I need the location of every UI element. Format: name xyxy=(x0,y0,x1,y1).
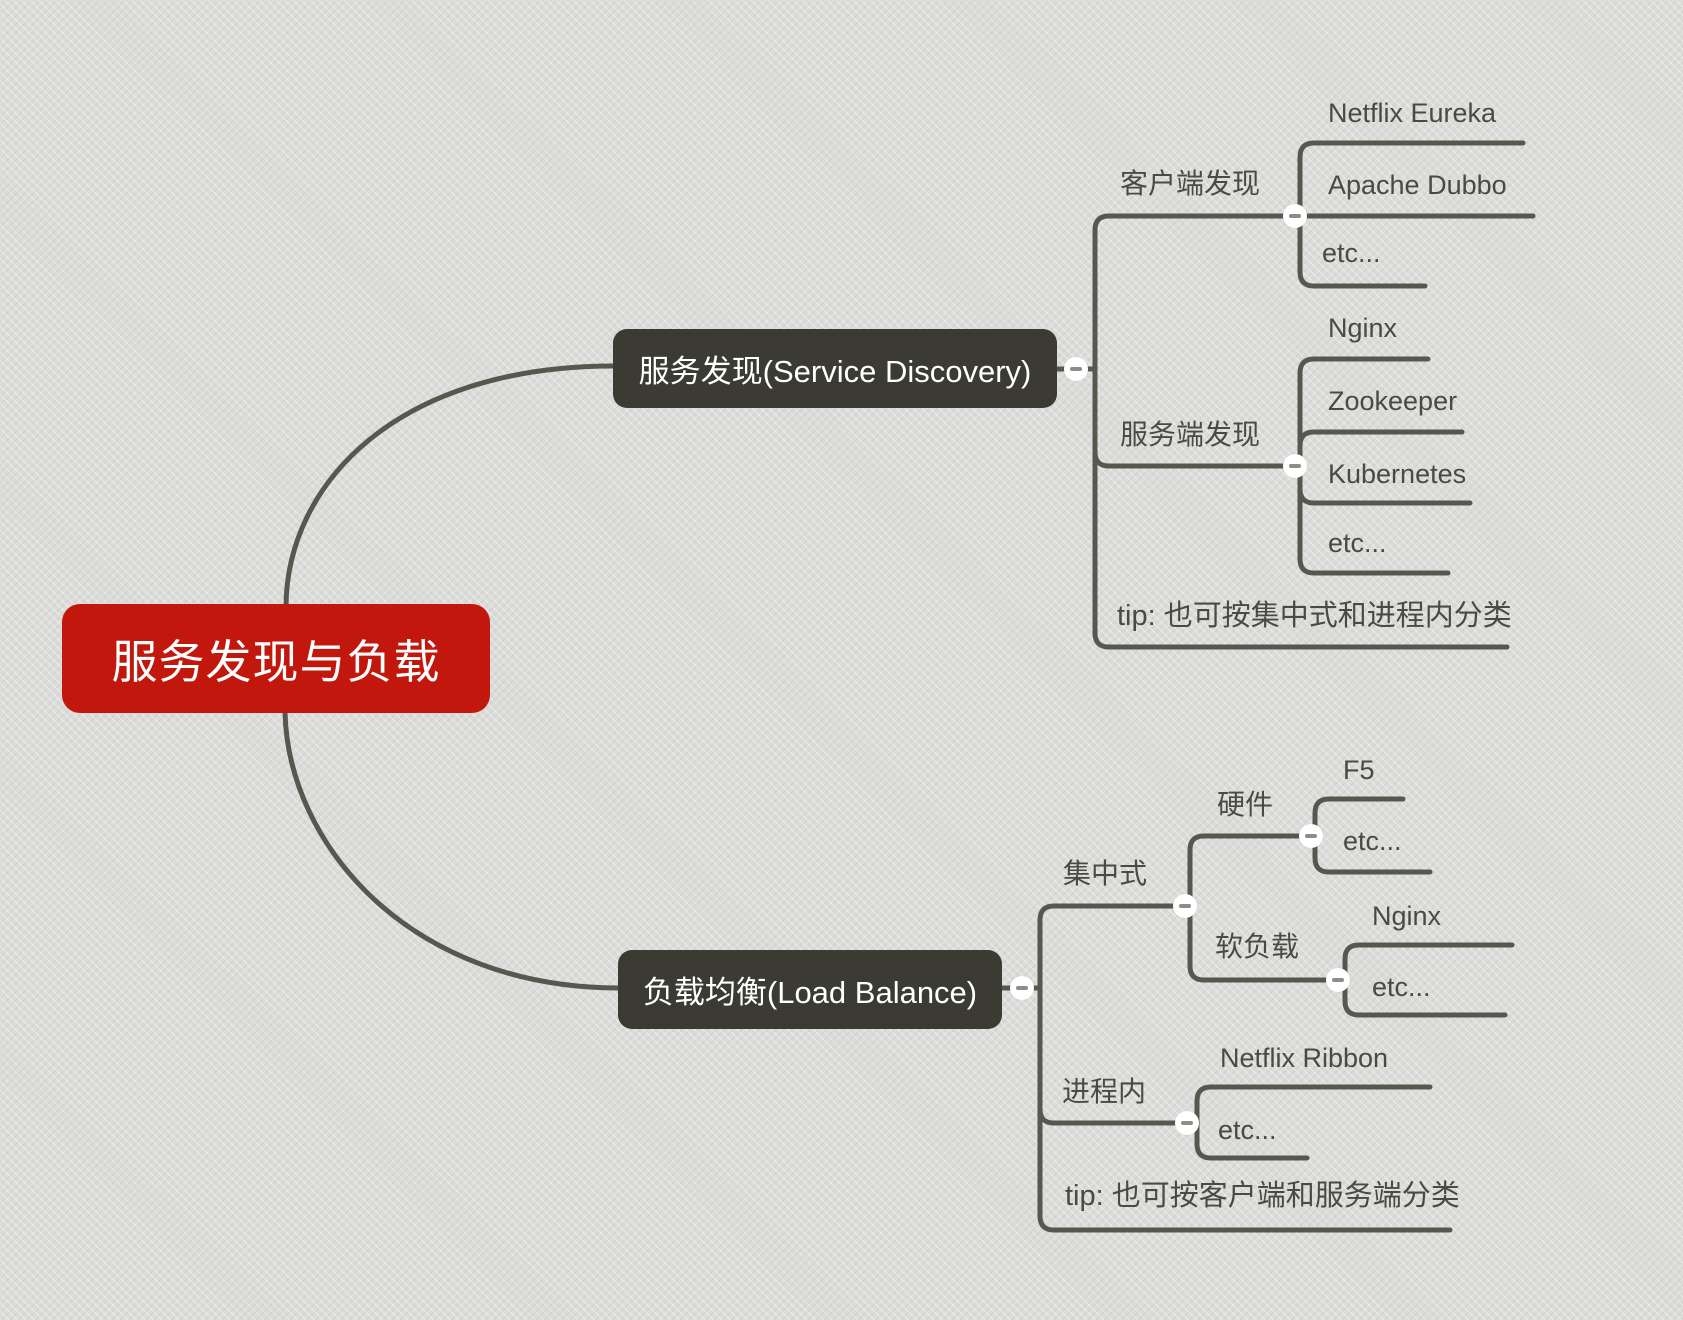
topic-centralized[interactable]: 集中式 xyxy=(1063,858,1148,889)
connector xyxy=(1297,213,1428,289)
topic-server-side-discovery[interactable]: 服务端发现 xyxy=(1120,419,1261,450)
topic-client-side-discovery[interactable]: 客户端发现 xyxy=(1120,168,1261,199)
minus-icon xyxy=(1070,367,1082,371)
connector xyxy=(282,709,622,991)
topic-kubernetes[interactable]: Kubernetes xyxy=(1328,459,1467,489)
minus-icon xyxy=(1289,464,1301,468)
topic-f5[interactable]: F5 xyxy=(1343,755,1375,785)
connector xyxy=(1297,140,1526,219)
connector xyxy=(1342,977,1508,1018)
topic-load-balance[interactable]: 负载均衡(Load Balance) xyxy=(618,950,1002,1029)
topic-etc-in-process[interactable]: etc... xyxy=(1218,1115,1277,1145)
topic-etc-server[interactable]: etc... xyxy=(1328,528,1387,558)
connector xyxy=(1187,903,1348,983)
minus-icon xyxy=(1332,978,1344,982)
minus-icon xyxy=(1289,214,1301,218)
collapse-button-centralized[interactable] xyxy=(1173,894,1197,918)
topic-tip-discovery[interactable]: tip: 也可按集中式和进程内分类 xyxy=(1117,600,1512,632)
topic-zookeeper[interactable]: Zookeeper xyxy=(1328,386,1458,416)
topic-etc-soft[interactable]: etc... xyxy=(1372,972,1431,1002)
collapse-button-client-side-discovery[interactable] xyxy=(1283,204,1307,228)
topic-apache-dubbo[interactable]: Apache Dubbo xyxy=(1328,170,1507,200)
topic-in-process[interactable]: 进程内 xyxy=(1062,1076,1147,1107)
collapse-button-in-process[interactable] xyxy=(1175,1111,1199,1135)
connector xyxy=(1037,903,1193,991)
connector xyxy=(1297,429,1465,469)
topic-tip-load-balance[interactable]: tip: 也可按客户端和服务端分类 xyxy=(1065,1180,1460,1212)
topic-netflix-eureka[interactable]: Netflix Eureka xyxy=(1328,98,1497,128)
collapse-button-hardware[interactable] xyxy=(1299,824,1323,848)
minus-icon xyxy=(1181,1121,1193,1125)
topic-soft-load[interactable]: 软负载 xyxy=(1215,931,1300,962)
connector xyxy=(1312,833,1433,875)
topic-nginx-soft[interactable]: Nginx xyxy=(1372,901,1442,931)
collapse-button-load-balance[interactable] xyxy=(1010,976,1034,1000)
root-topic[interactable]: 服务发现与负载 xyxy=(62,604,490,713)
collapse-button-soft-load[interactable] xyxy=(1326,968,1350,992)
connector xyxy=(1092,366,1510,650)
connector xyxy=(1312,796,1406,839)
connector xyxy=(1297,356,1431,469)
topic-netflix-ribbon[interactable]: Netflix Ribbon xyxy=(1220,1043,1389,1073)
connector xyxy=(1187,833,1318,909)
collapse-button-service-discovery[interactable] xyxy=(1064,357,1088,381)
connector xyxy=(1194,1120,1310,1161)
connector xyxy=(1037,985,1453,1233)
topic-nginx-server[interactable]: Nginx xyxy=(1328,313,1398,343)
minus-icon xyxy=(1305,834,1317,838)
topic-etc-client[interactable]: etc... xyxy=(1322,238,1381,268)
connector xyxy=(1297,463,1451,576)
connector xyxy=(1092,366,1303,469)
connector xyxy=(283,363,617,609)
minus-icon xyxy=(1179,904,1191,908)
connector xyxy=(1092,213,1303,372)
minus-icon xyxy=(1016,986,1028,990)
topic-service-discovery[interactable]: 服务发现(Service Discovery) xyxy=(613,329,1057,408)
connector xyxy=(1194,1084,1433,1126)
topic-hardware[interactable]: 硬件 xyxy=(1217,789,1274,820)
topic-etc-hardware[interactable]: etc... xyxy=(1343,826,1402,856)
collapse-button-server-side-discovery[interactable] xyxy=(1283,454,1307,478)
connector xyxy=(1342,942,1515,983)
